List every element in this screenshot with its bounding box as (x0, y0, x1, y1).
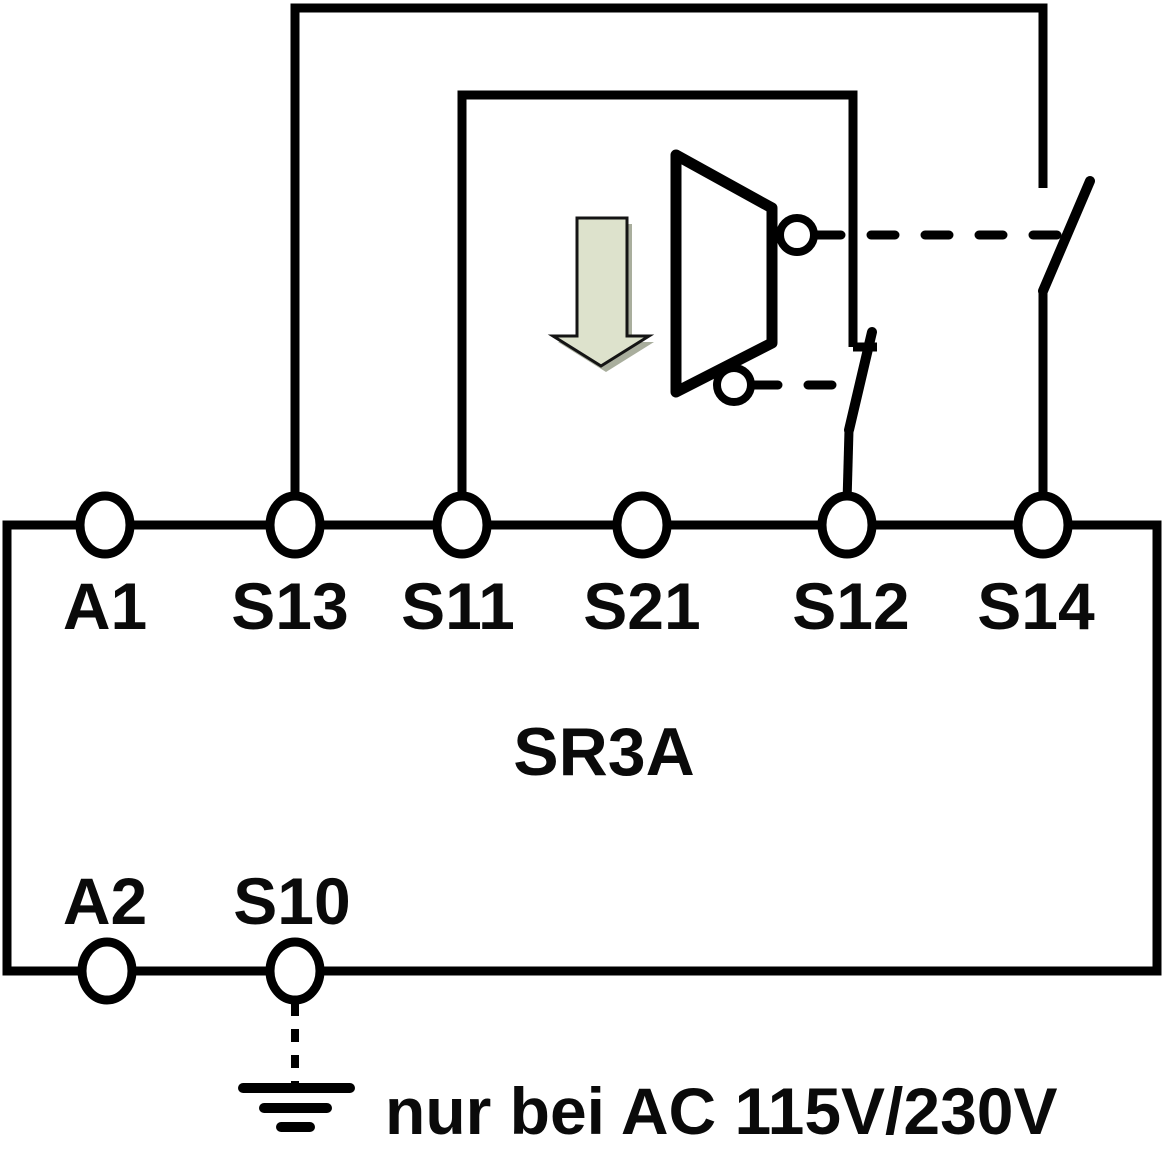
terminal-label-a1: A1 (63, 569, 147, 643)
terminal-circle-s11 (432, 491, 492, 559)
terminal-label-s12: S12 (792, 569, 909, 643)
estop-actuator-icon (670, 149, 818, 406)
terminal-label-s14: S14 (977, 569, 1095, 643)
terminal-circle-s13 (265, 491, 325, 559)
s12-switch-blade (844, 327, 877, 435)
terminal-circle-a1 (75, 491, 135, 559)
down-arrow-icon (547, 216, 655, 372)
ground-symbol-icon (238, 1083, 355, 1132)
down-arrow-body (547, 216, 655, 368)
wire-s12-switch-to-terminal (842, 429, 854, 503)
estop-actuator-body (670, 149, 778, 398)
s14-switch-blade (1038, 176, 1095, 296)
estop-contact-dot-top (776, 214, 818, 256)
terminal-label-s21: S21 (583, 569, 700, 643)
terminal-label-s10: S10 (233, 864, 350, 938)
terminal-circle-s21 (612, 491, 672, 559)
terminal-label-a2: A2 (63, 864, 147, 938)
terminal-circle-a2 (77, 937, 137, 1005)
terminal-circle-s12 (817, 491, 877, 559)
terminal-label-s13: S13 (231, 569, 348, 643)
device-box (2, 520, 1162, 976)
wire-s13-to-s14-switch (290, 3, 1048, 525)
wire-s11-to-s12-switch (457, 90, 858, 525)
terminal-circle-s10 (265, 937, 325, 1005)
device-label: SR3A (513, 714, 694, 790)
ground-note: nur bei AC 115V/230V (385, 1074, 1058, 1148)
terminal-circle-s14 (1013, 491, 1073, 559)
terminal-label-s11: S11 (401, 569, 515, 643)
estop-contact-dot-bottom (713, 364, 755, 406)
